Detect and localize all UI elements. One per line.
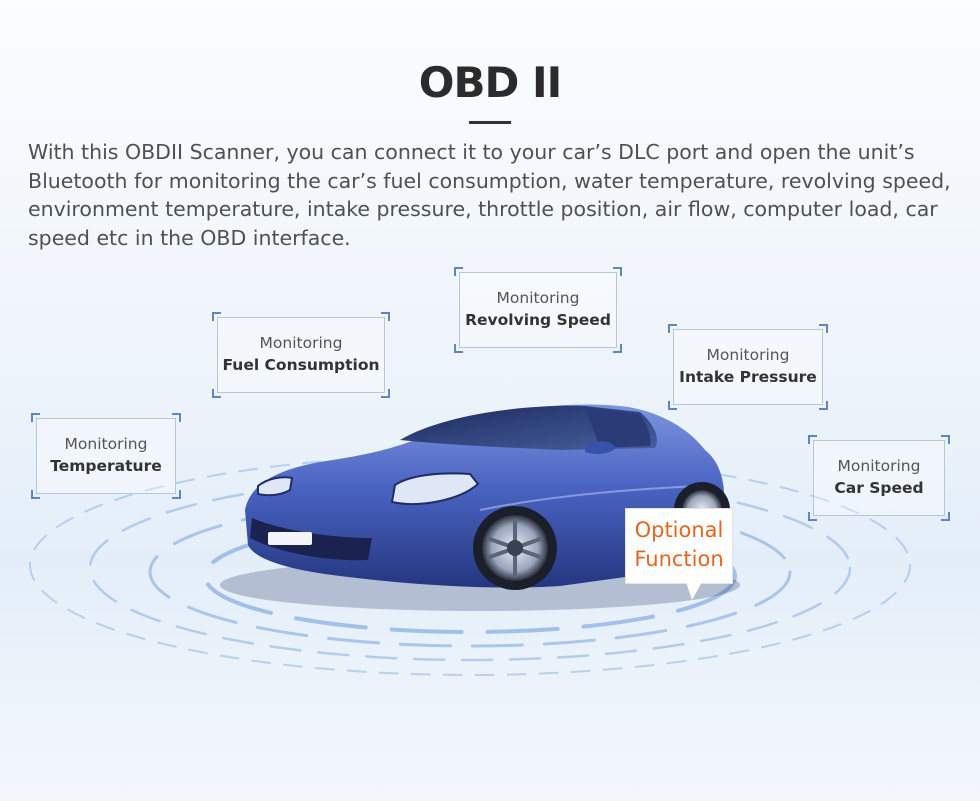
feature-label: Monitoring: [64, 435, 148, 453]
feature-box-temperature: Monitoring Temperature: [31, 413, 181, 499]
feature-value: Car Speed: [834, 479, 924, 497]
optional-function-callout: Optional Function: [625, 508, 733, 584]
feature-box-intake-pressure: Monitoring Intake Pressure: [668, 324, 828, 410]
feature-value: Intake Pressure: [679, 368, 817, 386]
feature-label: Monitoring: [706, 346, 790, 364]
feature-box-car-speed: Monitoring Car Speed: [808, 435, 950, 521]
feature-value: Temperature: [50, 457, 162, 475]
car-illustration: [29, 404, 911, 676]
feature-label: Monitoring: [496, 289, 580, 307]
page-title: OBD II: [418, 58, 562, 107]
optional-line1: Optional: [634, 518, 724, 542]
title-divider: [469, 121, 511, 124]
car-headlight: [390, 472, 480, 505]
feature-value: Fuel Consumption: [222, 356, 380, 374]
description-text: With this OBDII Scanner, you can connect…: [28, 140, 951, 250]
feature-box-fuel-consumption: Monitoring Fuel Consumption: [212, 312, 390, 398]
callout-tail: [686, 582, 702, 600]
feature-box-revolving-speed: Monitoring Revolving Speed: [454, 267, 622, 353]
feature-label: Monitoring: [259, 334, 343, 352]
feature-label: Monitoring: [837, 457, 921, 475]
feature-value: Revolving Speed: [465, 311, 611, 329]
optional-line2: Function: [634, 547, 724, 571]
